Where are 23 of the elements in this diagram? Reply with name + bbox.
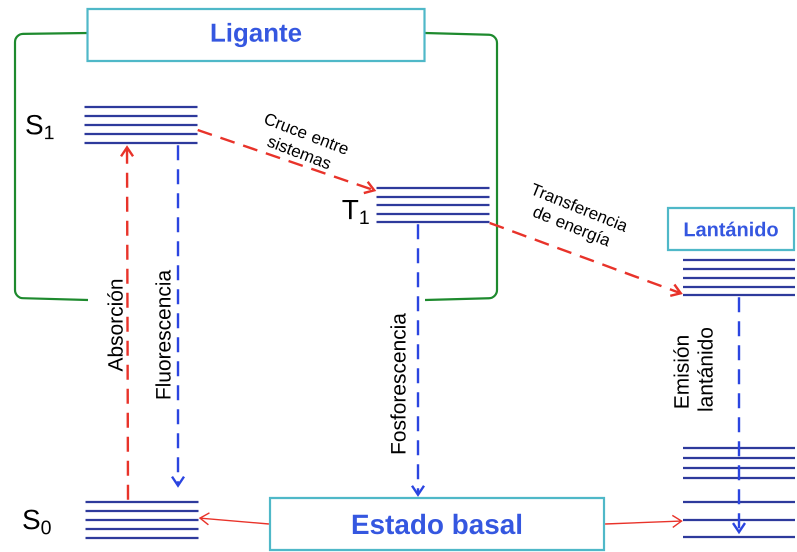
title-box: Ligante: [86, 8, 426, 62]
edge-label: Absorción: [107, 280, 123, 372]
level-label: S$_{1}$: [26, 114, 54, 140]
level-label: S$_{0}$: [23, 510, 51, 534]
edge-label: Fluorescencia: [155, 270, 171, 398]
edge-label: Emisión lantánido: [673, 328, 713, 411]
arrow: [120, 145, 134, 500]
arrow: [198, 512, 269, 526]
edge-label: Fosforescencia: [390, 313, 406, 454]
arrow: [171, 145, 185, 488]
energy-level-stack: [683, 257, 795, 297]
arrow: [605, 514, 683, 528]
arrow: [197, 128, 376, 194]
level-label: T$_{1}$: [342, 200, 369, 224]
energy-level-stack: [84, 105, 198, 145]
title-box: Lantánido: [666, 206, 796, 252]
title-box: Estado basal: [268, 496, 606, 552]
arrow: [732, 297, 746, 534]
energy-level-stack: [376, 186, 490, 224]
arrow: [411, 224, 425, 497]
arrow: [489, 222, 683, 297]
energy-level-stack: [683, 445, 795, 539]
energy-level-stack: [86, 500, 198, 540]
